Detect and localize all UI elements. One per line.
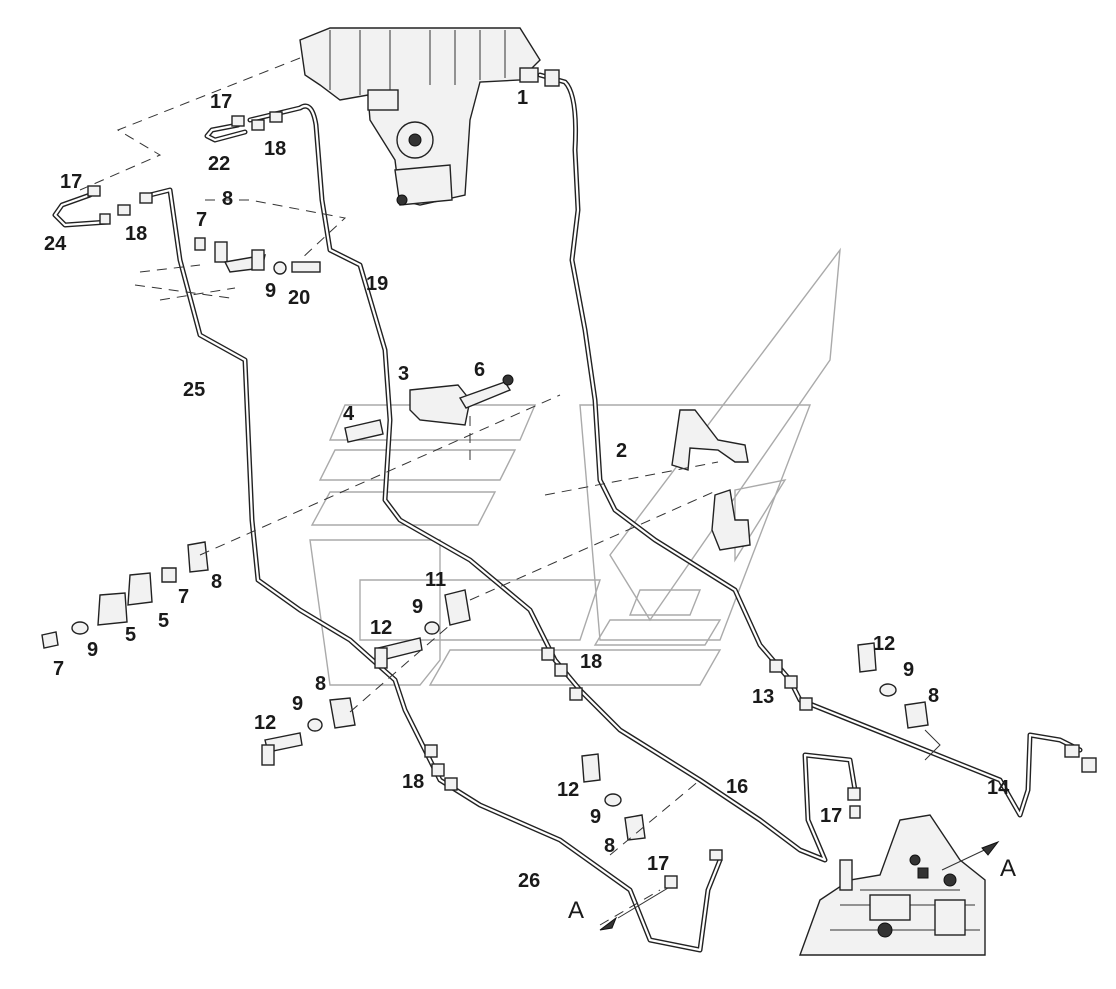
pipe-24 [52, 192, 111, 228]
callout-12: 12 [254, 712, 276, 734]
callout-12: 12 [873, 633, 895, 655]
clamp-assembly-top-left [194, 237, 321, 275]
pipe-25-26 [147, 187, 723, 953]
callout-16: 16 [726, 776, 748, 798]
control-valve-bracket-top [299, 27, 541, 206]
callout-17: 17 [820, 805, 842, 827]
fittings [87, 67, 1097, 889]
callout-13: 13 [752, 686, 774, 708]
callout-labels: 1 17 22 18 17 24 18 8 7 9 20 19 25 3 6 4… [44, 87, 1016, 924]
view-mark-a-left: A [568, 897, 584, 924]
callout-9: 9 [412, 596, 423, 618]
pipe-1-14 [537, 72, 1083, 818]
callout-3: 3 [398, 363, 409, 385]
callout-20: 20 [288, 287, 310, 309]
clamp-assembly-3-4-6 [344, 374, 514, 443]
callout-12: 12 [370, 617, 392, 639]
callout-8: 8 [222, 188, 233, 210]
callout-7: 7 [178, 586, 189, 608]
callout-8: 8 [211, 571, 222, 593]
callout-11: 11 [425, 569, 446, 591]
callout-17: 17 [210, 91, 232, 113]
callout-24: 24 [44, 233, 67, 255]
callout-18: 18 [402, 771, 424, 793]
bracket-2 [671, 409, 751, 551]
callout-25: 25 [183, 379, 205, 401]
clamp-assembly-12-9-8-right [857, 642, 929, 729]
callout-17: 17 [647, 853, 669, 875]
callout-14: 14 [987, 777, 1010, 799]
callout-22: 22 [208, 153, 230, 175]
callout-1: 1 [517, 87, 528, 109]
callout-18: 18 [125, 223, 147, 245]
callout-9: 9 [87, 639, 98, 661]
callout-12: 12 [557, 779, 579, 801]
assembly-lines [79, 57, 1000, 931]
callout-8: 8 [928, 685, 939, 707]
clamp-assembly-8-9-12-lower [261, 697, 356, 766]
pipe-22 [204, 122, 248, 143]
clamp-assembly-12-9-8-center [581, 753, 646, 841]
callout-4: 4 [343, 403, 355, 425]
callout-7: 7 [53, 658, 64, 680]
callout-8: 8 [604, 835, 615, 857]
callout-18: 18 [580, 651, 602, 673]
pipe-19-16 [247, 103, 858, 863]
view-mark-a-right: A [1000, 855, 1016, 882]
callout-19: 19 [366, 273, 388, 295]
clamp-assembly-11-12 [374, 589, 471, 669]
callout-18: 18 [264, 138, 286, 160]
callout-9: 9 [590, 806, 601, 828]
watermark-logo [309, 247, 841, 686]
callout-9: 9 [265, 280, 276, 302]
main-control-valve-bottom [799, 814, 986, 956]
clamp-assembly-5-7-9 [41, 541, 209, 649]
callout-5: 5 [125, 624, 136, 646]
callout-2: 2 [616, 440, 627, 462]
callout-26: 26 [518, 870, 540, 892]
callout-5: 5 [158, 610, 169, 632]
callout-17: 17 [60, 171, 82, 193]
callout-8: 8 [315, 673, 326, 695]
callout-9: 9 [903, 659, 914, 681]
callout-9: 9 [292, 693, 303, 715]
callout-7: 7 [196, 209, 207, 231]
callout-6: 6 [474, 359, 485, 381]
